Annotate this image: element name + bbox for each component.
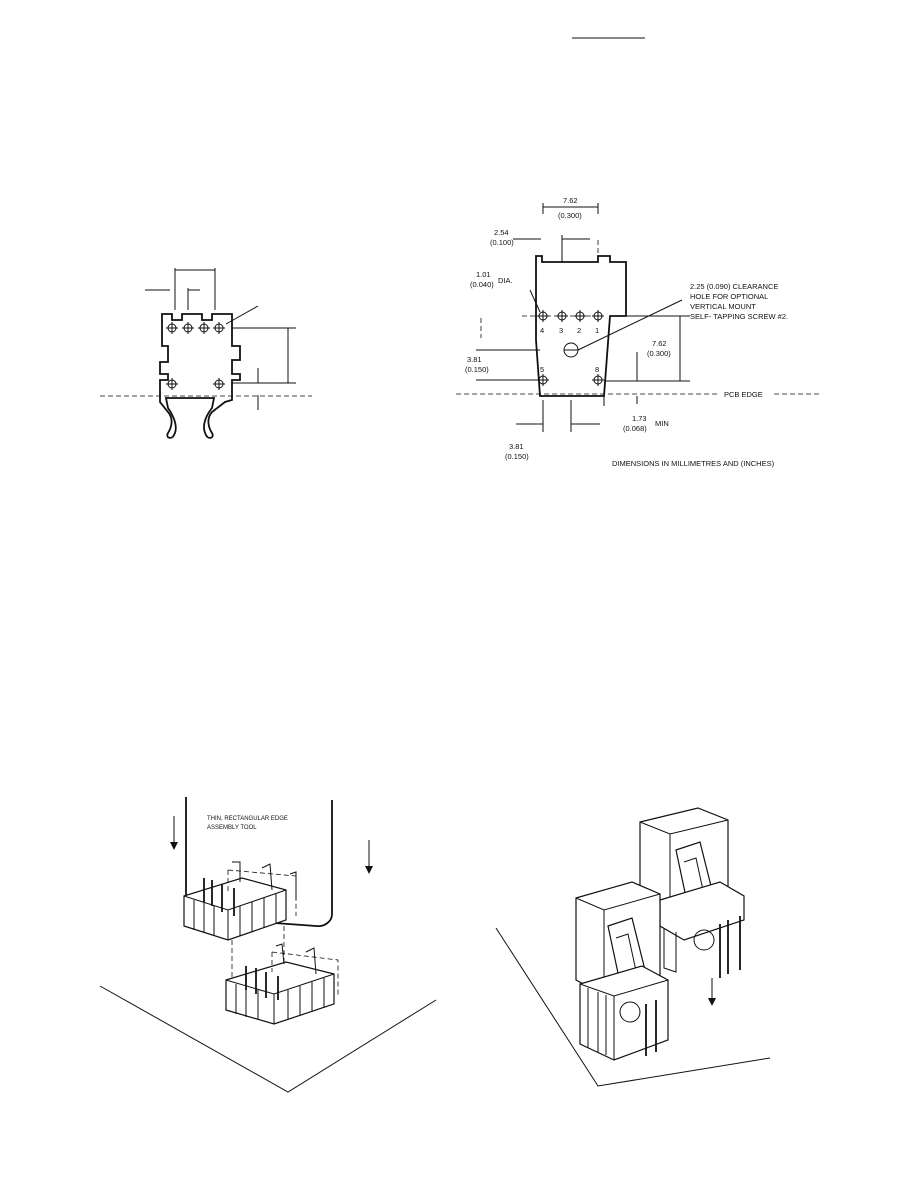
- right-pcb-drawing: [456, 203, 822, 432]
- dim-254-in: (0.100): [490, 238, 514, 247]
- dim-762-side: 7.62: [652, 339, 667, 348]
- assembly-tool-illustration: [99, 797, 437, 1093]
- dia-label: DIA.: [498, 276, 513, 285]
- units-note: DIMENSIONS IN MILLIMETRES AND (INCHES): [612, 459, 775, 468]
- note-line-2: HOLE FOR OPTIONAL: [690, 292, 768, 301]
- pin-2-label: 2: [577, 326, 581, 335]
- pin-3-label: 3: [559, 326, 563, 335]
- dim-381-bottom-in: (0.150): [505, 452, 529, 461]
- dim-101-in: (0.040): [470, 280, 494, 289]
- dim-381-bottom: 3.81: [509, 442, 524, 451]
- dim-101: 1.01: [476, 270, 491, 279]
- dim-381-left-in: (0.150): [465, 365, 489, 374]
- left-pcb-drawing: [100, 268, 312, 439]
- dim-173-in: (0.068): [623, 424, 647, 433]
- pin-1-label: 1: [595, 326, 599, 335]
- dim-381-left: 3.81: [467, 355, 482, 364]
- dim-762-top: 7.62: [563, 196, 578, 205]
- note-line-4: SELF- TAPPING SCREW #2.: [690, 312, 788, 321]
- tool-label-line-1: THIN, RECTANGULAR EDGE: [207, 816, 288, 822]
- dim-762-side-in: (0.300): [647, 349, 671, 358]
- tool-label-line-2: ASSEMBLY TOOL: [207, 825, 257, 831]
- note-line-1: 2.25 (0.090) CLEARANCE: [690, 282, 778, 291]
- dim-762-top-in: (0.300): [558, 211, 582, 220]
- min-label: MIN: [655, 419, 669, 428]
- dim-173: 1.73: [632, 414, 647, 423]
- mounted-sockets-illustration: [495, 807, 771, 1087]
- pin-5-label: 5: [540, 365, 544, 374]
- pin-4-label: 4: [540, 326, 544, 335]
- dim-254: 2.54: [494, 228, 509, 237]
- pin-8-label: 8: [595, 365, 599, 374]
- pcb-edge-label: PCB EDGE: [724, 390, 763, 399]
- note-line-3: VERTICAL MOUNT: [690, 302, 756, 311]
